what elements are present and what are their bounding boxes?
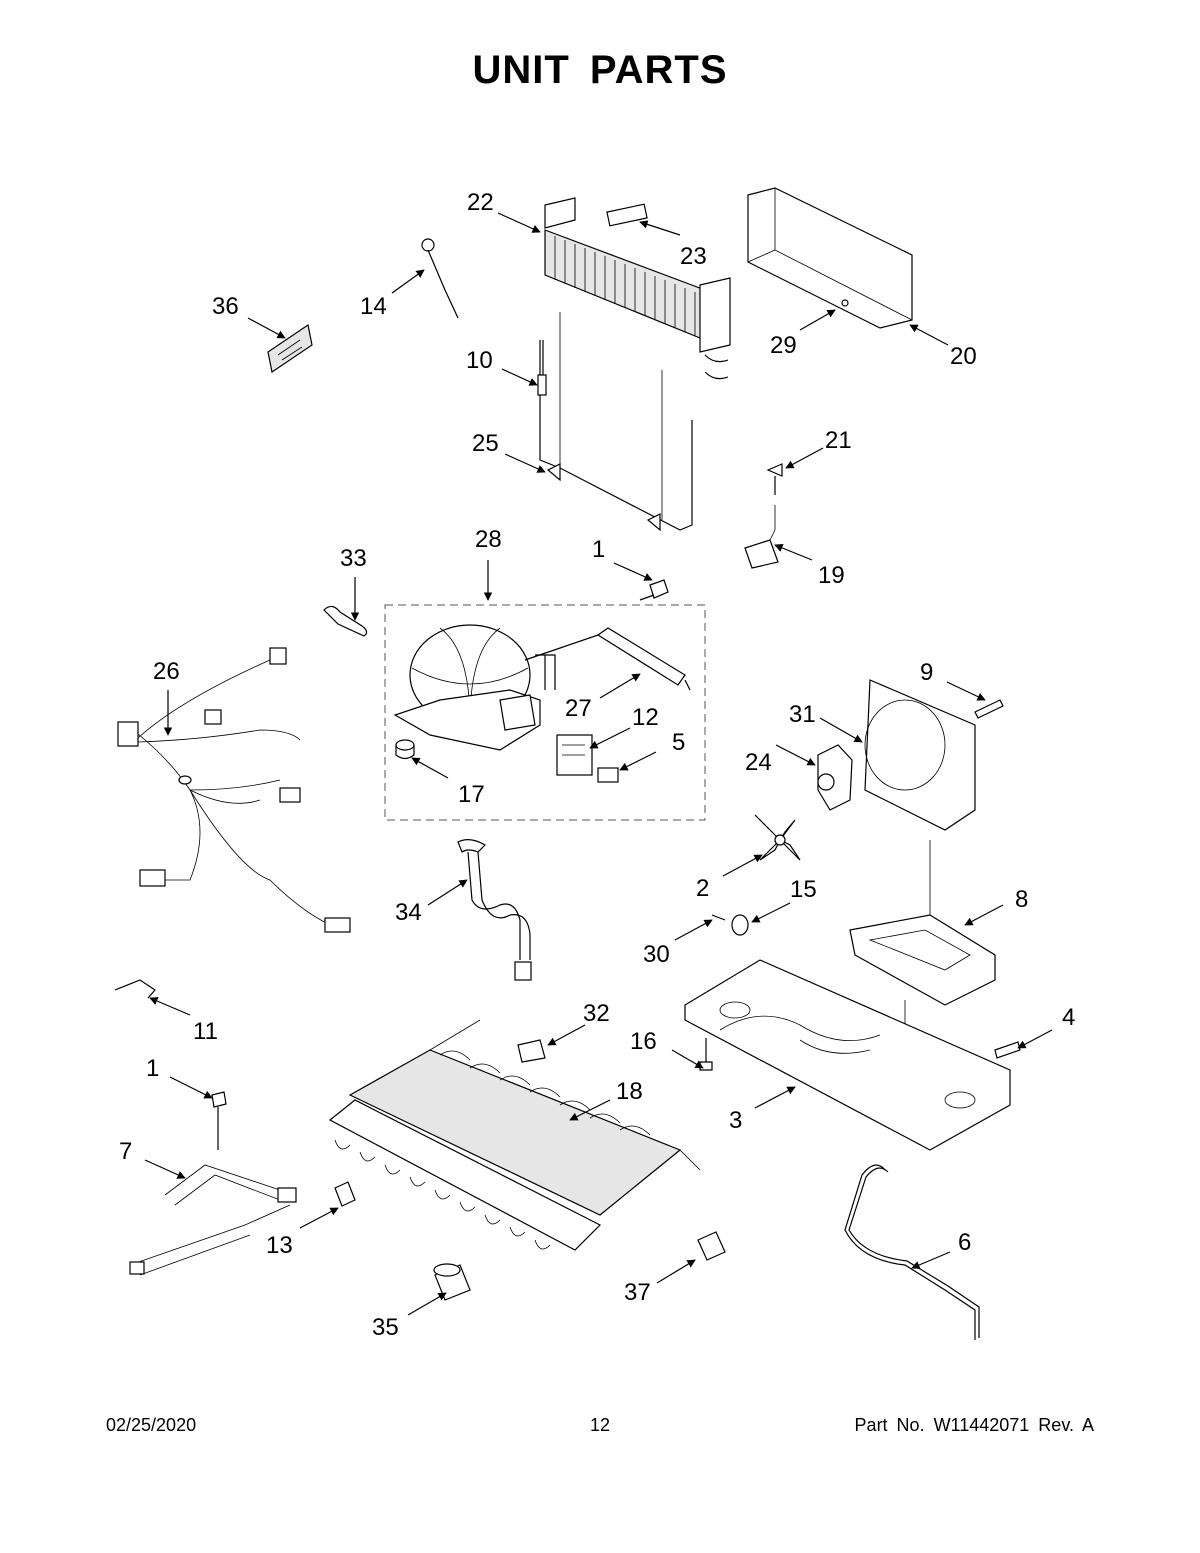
callout-12: 12 <box>632 704 659 731</box>
part-5-cover <box>597 767 619 783</box>
callout-35: 35 <box>372 1314 399 1341</box>
callout-leaders <box>144 212 1053 1316</box>
part-24-fan-motor <box>817 744 853 811</box>
part-7-heater-harness <box>129 1164 297 1276</box>
callout-36: 36 <box>212 293 239 320</box>
callout-37: 37 <box>624 1279 651 1306</box>
callout-23: 23 <box>680 243 707 270</box>
part-3-base-plate <box>684 959 1011 1151</box>
part-4-screw <box>994 1041 1021 1059</box>
callout-20: 20 <box>950 343 977 370</box>
callout-3: 3 <box>729 1107 742 1134</box>
callout-22: 22 <box>467 189 494 216</box>
callout-31: 31 <box>789 701 816 728</box>
part-19-bracket <box>744 505 779 569</box>
part-29-screw <box>841 299 849 307</box>
callout-14: 14 <box>360 293 387 320</box>
part-1-bolt-lower <box>211 1091 227 1150</box>
part-15-grommet <box>731 914 749 936</box>
callout-29: 29 <box>770 332 797 359</box>
part-26-wire-harness <box>117 647 351 933</box>
callout-9: 9 <box>920 659 933 686</box>
part-20-evaporator-cover <box>747 187 913 329</box>
callout-2: 2 <box>696 875 709 902</box>
callout-24: 24 <box>745 749 772 776</box>
part-30-pin <box>711 914 726 921</box>
part-34-drain-tube <box>457 839 532 981</box>
part-13-clip <box>334 1181 356 1207</box>
part-28-compressor <box>393 624 556 751</box>
callout-21: 21 <box>825 427 852 454</box>
callout-10: 10 <box>466 347 493 374</box>
callout-33: 33 <box>340 545 367 572</box>
part-1-bolt-upper <box>639 579 669 601</box>
part-6-tube <box>844 1164 980 1340</box>
callout-32: 32 <box>583 1000 610 1027</box>
callout-19: 19 <box>818 562 845 589</box>
callout-1-lower: 1 <box>146 1055 159 1082</box>
part-23-pad <box>606 203 648 227</box>
footer-part-number: Part No. W11442071 Rev. A <box>854 1415 1094 1435</box>
callout-4: 4 <box>1062 1004 1075 1031</box>
part-27-drier <box>524 627 691 691</box>
part-21-screw <box>766 463 783 495</box>
part-12-relay <box>556 734 593 776</box>
part-31-fan-shroud <box>864 679 976 831</box>
part-36-control-board <box>267 323 313 374</box>
callout-25: 25 <box>472 430 499 457</box>
callout-6: 6 <box>958 1229 971 1256</box>
callout-27: 27 <box>565 695 592 722</box>
part-28-compressor-group <box>384 604 706 821</box>
callout-11: 11 <box>193 1018 218 1045</box>
callout-13: 13 <box>266 1232 293 1259</box>
part-17-grommet <box>395 739 415 760</box>
callout-labels: 22 23 14 36 29 20 10 25 21 19 28 1 33 26… <box>119 189 1075 1341</box>
part-18-condenser <box>328 1019 701 1251</box>
callout-30: 30 <box>643 941 670 968</box>
callout-1-upper: 1 <box>592 536 605 563</box>
part-32-valve <box>517 1039 546 1063</box>
callout-7: 7 <box>119 1138 132 1165</box>
callout-15: 15 <box>790 876 817 903</box>
part-2-fan-blade <box>754 814 801 861</box>
part-22-evaporator <box>544 197 731 520</box>
page-title: UNIT PARTS <box>472 48 728 92</box>
part-10-defrost-heater <box>537 340 547 396</box>
callout-5: 5 <box>672 729 685 756</box>
callout-28: 28 <box>475 526 502 553</box>
callout-16: 16 <box>630 1028 657 1055</box>
part-33-strap <box>323 605 368 637</box>
callout-26: 26 <box>153 658 180 685</box>
callout-8: 8 <box>1015 886 1028 913</box>
part-14-thermistor <box>421 238 459 319</box>
part-8-fan-bracket <box>849 914 996 1006</box>
part-37-clip <box>697 1231 726 1261</box>
part-25-heater-harness <box>539 395 693 532</box>
footer-page-number: 12 <box>589 1415 611 1435</box>
callout-17: 17 <box>458 781 485 808</box>
callout-34: 34 <box>395 899 422 926</box>
callout-18: 18 <box>616 1078 643 1105</box>
part-16-screw <box>699 1038 713 1071</box>
part-35-sleeve <box>433 1263 471 1301</box>
part-11-clip <box>114 979 156 999</box>
part-9-screw <box>974 699 1004 719</box>
footer-date: 02/25/2020 <box>106 1415 197 1435</box>
